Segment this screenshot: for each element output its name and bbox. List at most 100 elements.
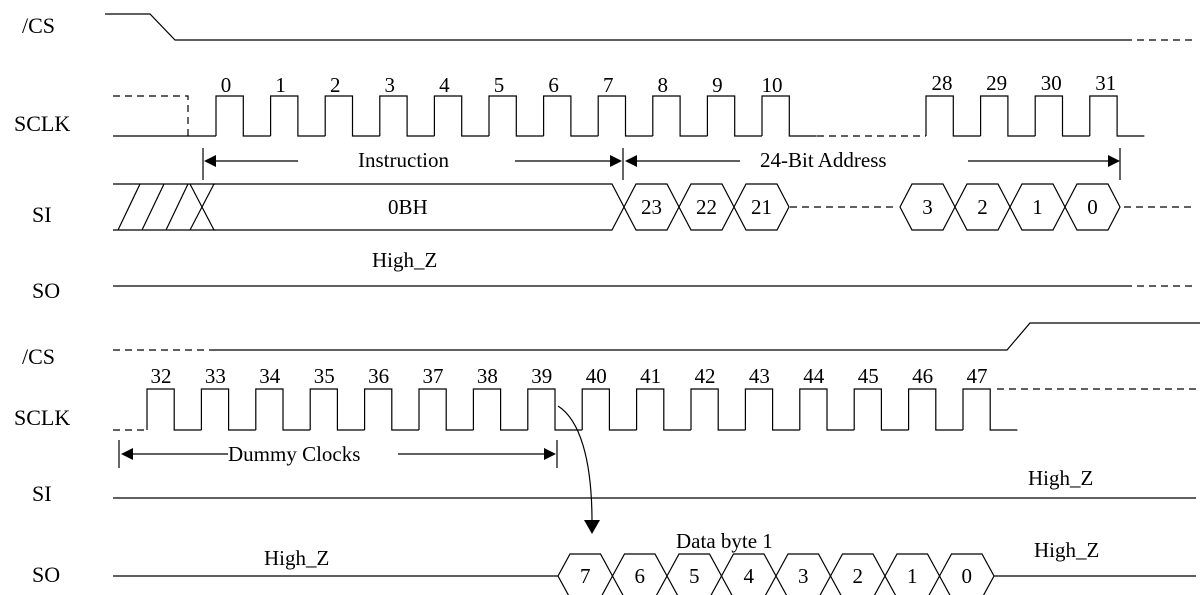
sclk-pulse	[488, 95, 544, 137]
si-bit	[733, 183, 790, 231]
sclk-pulse	[925, 95, 981, 137]
so-data-bit-label: 2	[853, 564, 864, 588]
si-bit-label: 2	[977, 195, 988, 219]
clock-number: 34	[259, 364, 281, 388]
so-state-right: High_Z	[1034, 538, 1099, 562]
clock-number: 29	[986, 71, 1007, 95]
clock-number: 7	[603, 73, 614, 97]
si-bit-label: 22	[696, 195, 717, 219]
clock-number: 9	[712, 73, 723, 97]
si-bit	[1064, 183, 1121, 231]
clock-number: 28	[932, 71, 953, 95]
so-data-bit-label: 1	[907, 564, 918, 588]
clock-number: 40	[586, 364, 607, 388]
hatch-line	[141, 183, 165, 231]
sclk-pulse	[309, 388, 365, 431]
sclk-pulse	[744, 388, 800, 431]
hatch-line	[165, 183, 189, 231]
sclk-pulse	[1089, 95, 1145, 137]
sclk-pulse	[597, 95, 653, 137]
si-bit-label: 3	[922, 195, 933, 219]
sclk-pulse	[1034, 95, 1090, 137]
si-bit-label: 21	[751, 195, 772, 219]
cs-waveform	[113, 322, 1200, 351]
clock-number: 30	[1041, 71, 1062, 95]
address-label: 24-Bit Address	[760, 148, 887, 172]
address-span: 24-Bit Address	[625, 148, 1121, 180]
sclk-pulse	[270, 95, 326, 137]
so-data-bit-label: 4	[744, 564, 755, 588]
si-state: High_Z	[1028, 466, 1093, 490]
clock-number: 3	[385, 73, 396, 97]
so-data-bit-label: 6	[635, 564, 646, 588]
sclk-pulse	[215, 95, 271, 137]
so-data-bit-label: 7	[580, 564, 591, 588]
clock-number: 2	[330, 73, 341, 97]
clock-number: 36	[368, 364, 389, 388]
sclk-pulse	[979, 95, 1036, 137]
sclk-pulse	[799, 388, 855, 431]
clock-number: 5	[494, 73, 505, 97]
sclk-pulse	[200, 388, 256, 431]
sclk-pulse	[146, 388, 202, 431]
instruction-label: Instruction	[358, 148, 449, 172]
sclk-pulse	[255, 388, 311, 431]
clock-number: 41	[640, 364, 661, 388]
si-bit-label: 0	[1087, 195, 1098, 219]
data-label: Data byte 1	[676, 529, 773, 553]
signal-name-so: SO	[32, 278, 60, 303]
sclk-pulse	[542, 95, 599, 137]
sclk-pulse	[379, 95, 435, 137]
sclk-pulse	[418, 388, 474, 431]
sclk-pulse	[761, 95, 817, 137]
sclk-pulse	[581, 388, 637, 431]
sclk-pulse	[907, 388, 963, 431]
sclk-pulse	[962, 388, 1018, 431]
sclk-pulse	[706, 95, 762, 137]
cs-waveform	[105, 13, 1125, 41]
signal-name-si: SI	[32, 481, 52, 506]
clock-number: 44	[803, 364, 825, 388]
clock-number: 31	[1095, 71, 1116, 95]
clock-number: 38	[477, 364, 498, 388]
sclk-pulse	[652, 95, 708, 137]
clock-number: 39	[531, 364, 552, 388]
clock-number: 10	[762, 73, 783, 97]
clock-number: 35	[314, 364, 335, 388]
sclk-pulse	[324, 95, 380, 137]
signal-name-cs: /CS	[22, 13, 55, 38]
signal-name-sclk: SCLK	[14, 111, 70, 136]
si-opcode: 0BH	[388, 195, 428, 219]
si-waveform: High_Z	[113, 466, 1196, 499]
signal-name-cs: /CS	[22, 344, 55, 369]
so-state: High_Z	[372, 248, 437, 272]
clock-number: 1	[275, 73, 286, 97]
clock-number: 6	[548, 73, 559, 97]
clock-number: 8	[658, 73, 669, 97]
sclk-pulse	[472, 388, 528, 431]
instruction-span: Instruction	[202, 148, 624, 180]
clock-number: 33	[205, 364, 226, 388]
clock-number: 37	[423, 364, 444, 388]
si-bit-label: 23	[641, 195, 662, 219]
clock-number: 0	[221, 73, 232, 97]
sclk-pulse	[690, 388, 746, 431]
so-waveform: High_Z	[113, 248, 1196, 287]
clock-number: 42	[695, 364, 716, 388]
sclk-pulse	[364, 388, 419, 431]
signal-name-so: SO	[32, 562, 60, 587]
sclk-waveform	[113, 388, 1018, 431]
clock-number: 45	[858, 364, 879, 388]
clock-number: 4	[439, 73, 450, 97]
sclk-pulse	[853, 388, 909, 431]
sclk-waveform	[113, 95, 1145, 137]
clock-number: 43	[749, 364, 770, 388]
clock-numbers: 0 1 2 3 4 5 6 7 8 9 10 28 29 30 31	[221, 71, 1117, 97]
dummy-clocks-span: Dummy Clocks	[118, 440, 558, 468]
